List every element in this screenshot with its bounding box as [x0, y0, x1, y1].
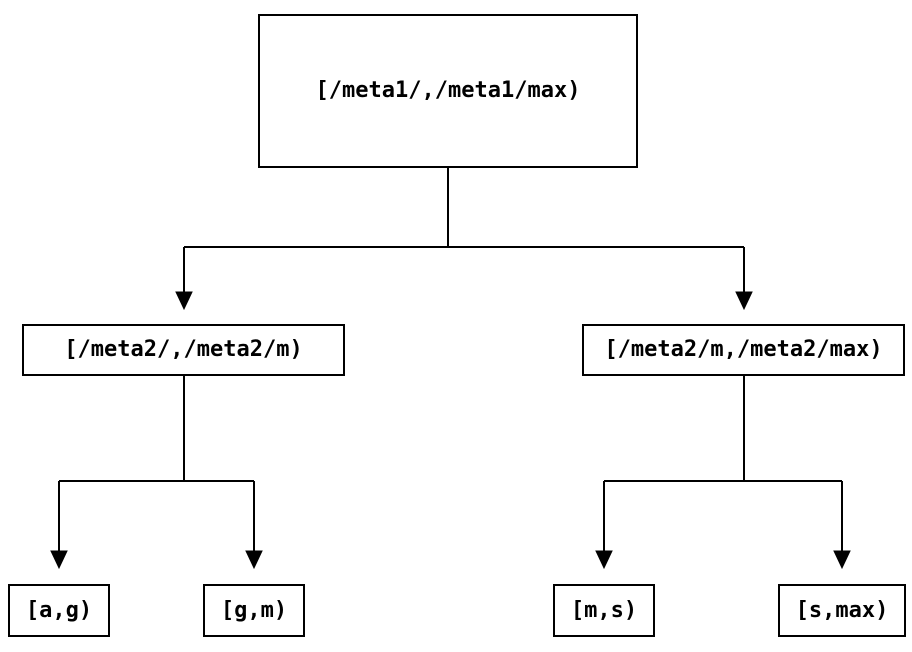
node-leaf-s-max: [s,max)	[778, 584, 906, 637]
node-meta2-left-label: [/meta2/,/meta2/m)	[64, 337, 303, 362]
node-meta2-right: [/meta2/m,/meta2/max)	[582, 324, 905, 376]
arrowhead-to-leaf-smax	[833, 550, 851, 570]
arrowhead-to-leaf-gm	[245, 550, 263, 570]
node-root-label: [/meta1/,/meta1/max)	[315, 78, 581, 103]
node-leaf-s-max-label: [s,max)	[795, 597, 889, 623]
arrowhead-to-meta2-left	[175, 291, 193, 311]
node-leaf-a-g: [a,g)	[8, 584, 110, 637]
arrowhead-to-meta2-right	[735, 291, 753, 311]
arrowhead-to-leaf-ag	[50, 550, 68, 570]
arrowhead-to-leaf-ms	[595, 550, 613, 570]
node-leaf-g-m: [g,m)	[203, 584, 305, 637]
node-meta2-left: [/meta2/,/meta2/m)	[22, 324, 345, 376]
node-leaf-m-s: [m,s)	[553, 584, 655, 637]
node-leaf-m-s-label: [m,s)	[570, 597, 638, 623]
node-root: [/meta1/,/meta1/max)	[258, 14, 638, 168]
node-meta2-right-label: [/meta2/m,/meta2/max)	[604, 337, 883, 362]
node-leaf-g-m-label: [g,m)	[220, 597, 288, 623]
node-leaf-a-g-label: [a,g)	[25, 597, 93, 623]
